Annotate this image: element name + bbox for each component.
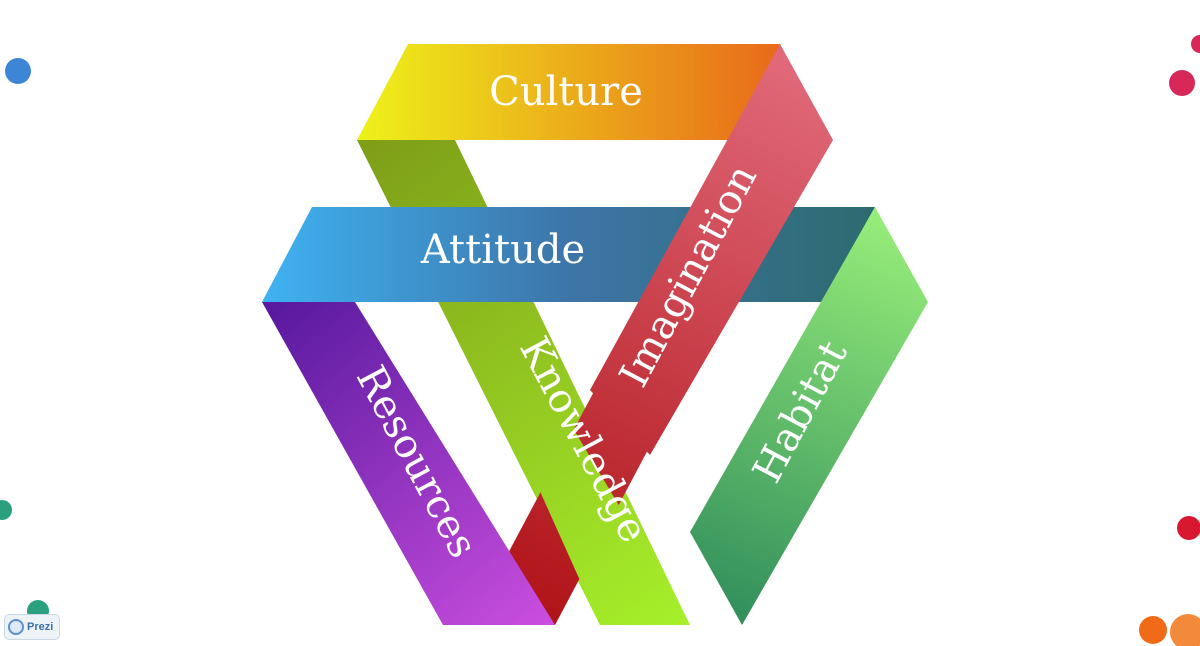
- band-imagination: [590, 44, 833, 455]
- prezi-watermark-label: Prezi: [27, 621, 54, 633]
- decorative-dots: [0, 35, 1200, 646]
- dot-teal: [0, 500, 12, 520]
- dot-orange-large: [1170, 614, 1200, 646]
- prezi-watermark: Prezi: [4, 614, 61, 640]
- dot-red: [1177, 516, 1200, 540]
- dot-crimson: [1169, 70, 1195, 96]
- prezi-logo-icon: [8, 619, 24, 635]
- band-habitat: [690, 207, 928, 625]
- label-culture: Culture: [489, 69, 643, 115]
- band-resources: [262, 302, 555, 625]
- dot-blue: [5, 58, 31, 84]
- label-attitude: Attitude: [420, 227, 585, 273]
- dot-crimson-edge: [1191, 35, 1200, 53]
- band-culture: [357, 44, 830, 140]
- dot-orange: [1139, 616, 1167, 644]
- band-knowledge-upper: [455, 302, 690, 625]
